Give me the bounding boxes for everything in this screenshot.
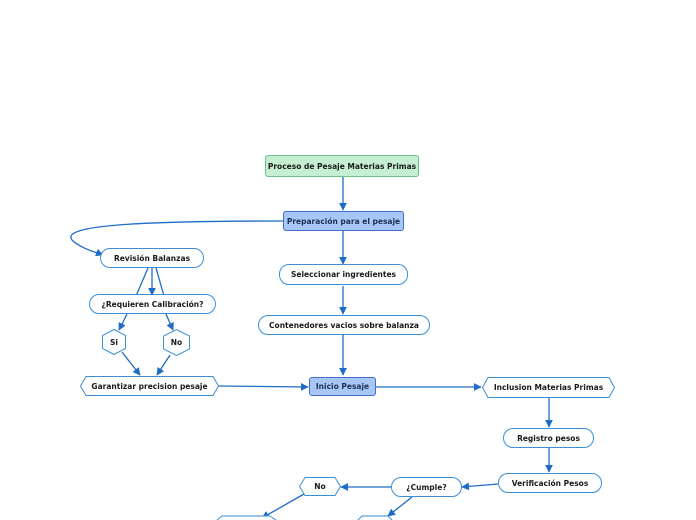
node-registro-pesos[interactable]: Registro pesos — [503, 428, 594, 448]
edge-revision-calibracion-3 — [155, 267, 165, 297]
edge-no-garantizar — [156, 354, 171, 376]
edge-cumple-next — [387, 496, 413, 517]
hexagon-shape — [481, 377, 616, 398]
edge-si-garantizar — [121, 351, 141, 376]
node-label: No — [170, 338, 183, 347]
hexagon-shape — [163, 328, 190, 357]
node-label: Preparación para el pesaje — [286, 216, 401, 226]
node-verificacion-pesos[interactable]: Verificación Pesos — [498, 473, 602, 493]
partial-node-left — [216, 515, 277, 520]
node-label: Registro pesos — [517, 433, 580, 443]
node-garantizar-precision[interactable]: Garantizar precision pesaje — [79, 376, 220, 396]
node-label: Verificación Pesos — [511, 478, 589, 488]
node-inclusion-materias[interactable]: Inclusion Materias Primas — [481, 377, 616, 398]
node-proceso-pesaje[interactable]: Proceso de Pesaje Materias Primas — [265, 155, 419, 177]
node-label: Contenedores vacios sobre balanza — [269, 320, 419, 330]
hexagon-shape — [79, 376, 220, 396]
edge-no-next — [261, 493, 305, 519]
node-preparacion[interactable]: Preparación para el pesaje — [283, 211, 404, 231]
node-label: No — [314, 482, 326, 491]
node-cumple[interactable]: ¿Cumple? — [391, 477, 462, 497]
edge-calibracion-si — [118, 313, 128, 331]
node-label: Garantizar precision pesaje — [91, 381, 208, 391]
node-inicio-pesaje[interactable]: Inicio Pesaje — [309, 377, 376, 396]
node-seleccionar-ingredientes[interactable]: Seleccionar ingredientes — [279, 264, 408, 285]
edge-preparacion-revision — [70, 220, 286, 257]
node-contenedores-vacios[interactable]: Contenedores vacios sobre balanza — [258, 315, 430, 335]
edge-calibracion-no — [165, 313, 174, 331]
hexagon-shape — [102, 328, 126, 356]
edge-revision-calibracion — [135, 267, 149, 297]
node-requieren-calibracion[interactable]: ¿Requieren Calibración? — [89, 294, 216, 314]
node-no-calibracion[interactable]: No — [163, 328, 190, 357]
node-label: Seleccionar ingredientes — [290, 270, 397, 279]
node-revision-balanzas[interactable]: Revisión Balanzas — [100, 248, 204, 268]
partial-node-right — [357, 515, 393, 520]
node-label: Si — [110, 337, 118, 347]
node-label: Inclusion Materias Primas — [493, 383, 604, 392]
node-no-cumple[interactable]: No — [298, 477, 342, 496]
node-label: ¿Requieren Calibración? — [101, 299, 204, 309]
edge-garantizar-inicio — [217, 383, 309, 391]
hexagon-shape — [298, 477, 342, 496]
node-label: Proceso de Pesaje Materias Primas — [267, 161, 417, 171]
node-label: ¿Cumple? — [406, 482, 447, 492]
edge-verificacion-cumple — [461, 482, 499, 491]
node-label: Revisión Balanzas — [113, 253, 191, 263]
node-label: Inicio Pesaje — [315, 382, 370, 391]
node-si[interactable]: Si — [102, 328, 126, 356]
